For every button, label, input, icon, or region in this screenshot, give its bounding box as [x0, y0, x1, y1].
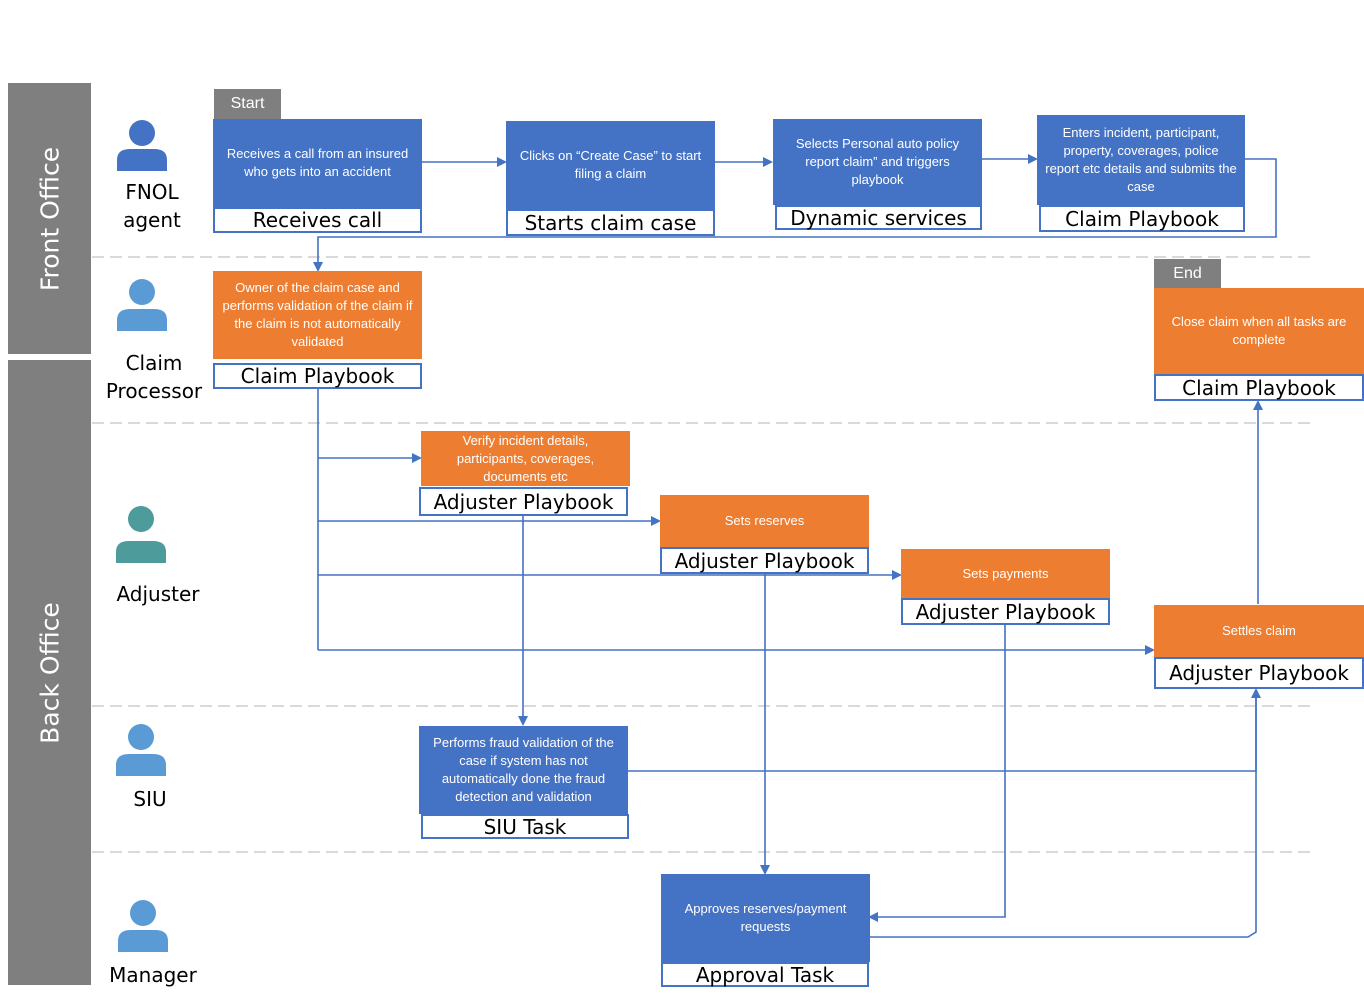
person-icon-adjuster — [116, 506, 166, 563]
actor-fnol-agent: FNOL agent — [123, 180, 181, 232]
tag-receives-call: Receives call — [213, 207, 422, 233]
tag-fraud-validation: SIU Task — [421, 814, 629, 839]
actor-adjuster: Adjuster — [116, 582, 200, 606]
start-marker: Start — [214, 89, 281, 119]
task-fraud-validation: Performs fraud validation of the case if… — [419, 726, 628, 814]
person-icon-claim-processor — [117, 279, 167, 331]
arrow-siu-to-settles — [628, 688, 1261, 772]
back-office-text: Back Office — [35, 601, 64, 744]
task-enters-details: Enters incident, participant, property, … — [1037, 115, 1245, 205]
task-verify-incident: Verify incident details, participants, c… — [421, 431, 630, 486]
tag-starts-claim: Starts claim case — [506, 209, 715, 236]
tag-settles-claim: Adjuster Playbook — [1154, 657, 1364, 689]
lane-dividers — [92, 256, 1315, 853]
tag-close-claim: Claim Playbook — [1154, 374, 1364, 401]
tag-approves: Approval Task — [661, 962, 869, 987]
arrow-payments-to-approval — [868, 624, 1006, 922]
tag-sets-reserves: Adjuster Playbook — [660, 547, 869, 574]
task-receives-call: Receives a call from an insured who gets… — [213, 119, 422, 207]
person-icon-siu — [116, 724, 166, 776]
arrow-enters-to-processor — [313, 158, 1277, 272]
actor-siu: SIU — [133, 787, 167, 811]
front-office-label: Front Office — [8, 83, 91, 354]
task-owner-validation: Owner of the claim case and performs val… — [213, 271, 422, 359]
person-icon-fnol — [117, 120, 167, 171]
task-settles-claim: Settles claim — [1154, 605, 1364, 657]
tag-verify-incident: Adjuster Playbook — [419, 487, 628, 516]
task-starts-claim: Clicks on “Create Case” to start filing … — [506, 121, 715, 209]
task-dynamic-services: Selects Personal auto policy report clai… — [773, 119, 982, 205]
arrow-approval-to-settles — [870, 690, 1257, 938]
back-office-label: Back Office — [8, 360, 91, 985]
task-sets-reserves: Sets reserves — [660, 495, 869, 547]
task-close-claim: Close claim when all tasks are complete — [1154, 288, 1364, 374]
connectors — [313, 154, 1277, 938]
tag-dynamic-services: Dynamic services — [775, 205, 982, 230]
tag-sets-payments: Adjuster Playbook — [901, 598, 1110, 625]
person-icon-manager — [118, 900, 168, 952]
tag-owner-validation: Claim Playbook — [213, 363, 422, 389]
actor-manager: Manager — [109, 963, 197, 987]
actor-claim-processor: Claim Processor — [105, 351, 203, 403]
task-sets-payments: Sets payments — [901, 549, 1110, 599]
front-office-text: Front Office — [35, 146, 64, 291]
tag-enters-details: Claim Playbook — [1039, 205, 1245, 232]
task-approves: Approves reserves/payment requests — [661, 874, 870, 962]
end-marker: End — [1154, 259, 1221, 288]
